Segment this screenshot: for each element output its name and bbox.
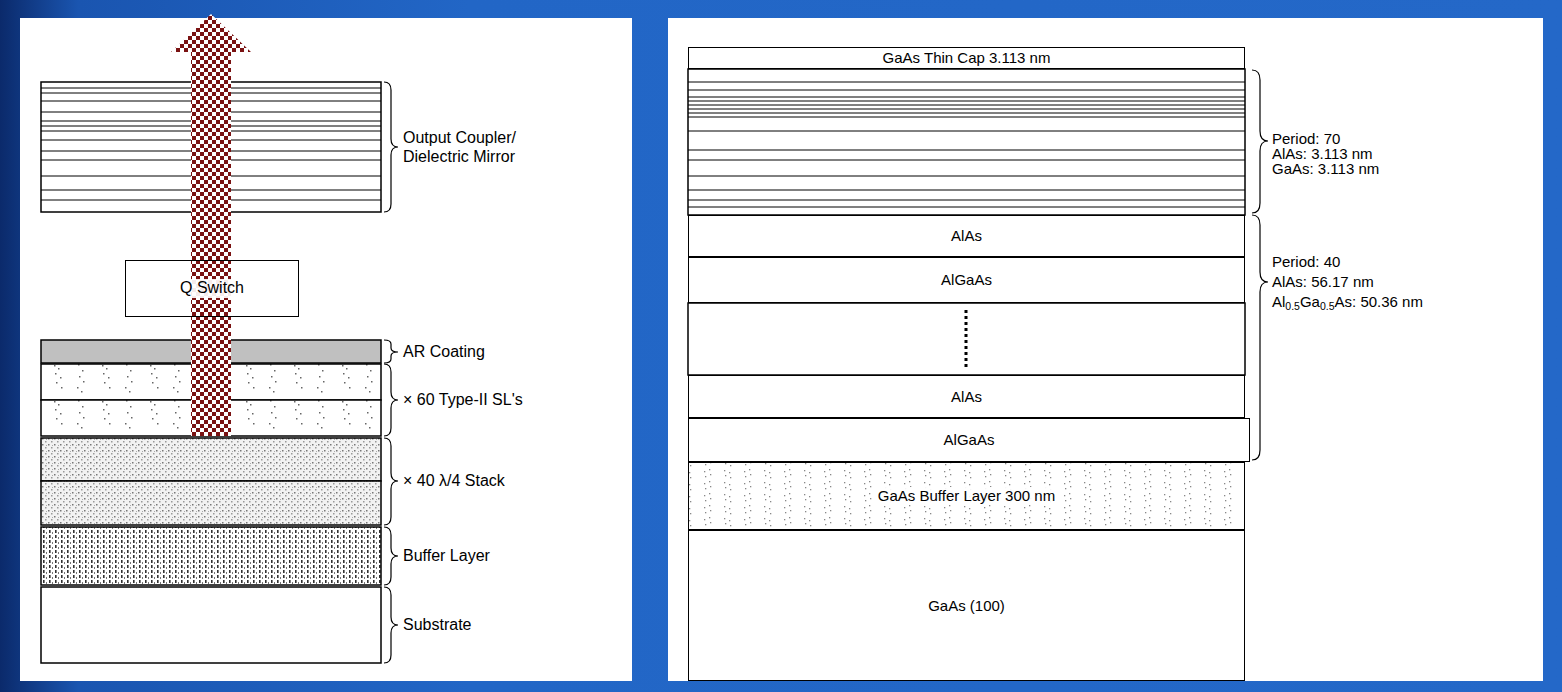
layer-label: × 40 λ/4 Stack — [403, 471, 505, 490]
bragg-layer — [41, 481, 381, 525]
layer-name: AlGaAs — [941, 431, 998, 448]
layer-name: Q Switch — [177, 279, 247, 297]
layer-box: AlGaAs — [688, 418, 1250, 462]
laser-beam-arrow — [171, 14, 251, 436]
ellipsis-line — [965, 310, 968, 368]
layer-name: AlAs — [948, 388, 985, 405]
layer-name: GaAs Thin Cap 3.113 nm — [880, 49, 1054, 66]
layer-name: AlAs — [948, 227, 985, 244]
q-switch-box: Q Switch — [125, 260, 299, 317]
layer-label: AlAs: 56.17 nm — [1272, 273, 1374, 291]
layer-label: Period: 40 — [1272, 253, 1340, 271]
layer-label: Buffer Layer — [403, 546, 490, 565]
layer-name: GaAs Buffer Layer 300 nm — [875, 487, 1058, 504]
buffer-texture — [688, 462, 1245, 530]
layer-box: GaAs (100) — [688, 530, 1245, 681]
layer-box: GaAs Thin Cap 3.113 nm — [688, 47, 1245, 69]
layer-label: AR Coating — [403, 342, 485, 361]
substrate-layer — [41, 587, 381, 663]
layer-label: Al0.5Ga0.5As: 50.36 nm — [1272, 293, 1423, 311]
repeated-layers — [688, 303, 1245, 375]
brace — [384, 82, 398, 663]
left-panel — [20, 18, 632, 681]
layer-label: Substrate — [403, 615, 471, 634]
layer-box: AlGaAs — [688, 257, 1245, 303]
layer-box: AlAs — [688, 215, 1245, 257]
bragg-layer — [41, 438, 381, 481]
right-panel — [668, 18, 1543, 681]
layer-name: AlGaAs — [938, 271, 995, 288]
brace — [1252, 70, 1268, 460]
layer-label: × 60 Type-II SL's — [403, 390, 523, 409]
layer-label: GaAs: 3.113 nm — [1272, 160, 1379, 178]
buffer-layer — [41, 527, 381, 585]
layer-box: AlAs — [688, 375, 1245, 418]
superlattice-lines — [688, 82, 1245, 207]
layer-name: GaAs (100) — [925, 597, 1008, 614]
layer-box: GaAs Buffer Layer 300 nm — [688, 462, 1245, 530]
superlattice-stack — [688, 69, 1245, 215]
layer-label: Output Coupler/ Dielectric Mirror — [403, 128, 553, 166]
